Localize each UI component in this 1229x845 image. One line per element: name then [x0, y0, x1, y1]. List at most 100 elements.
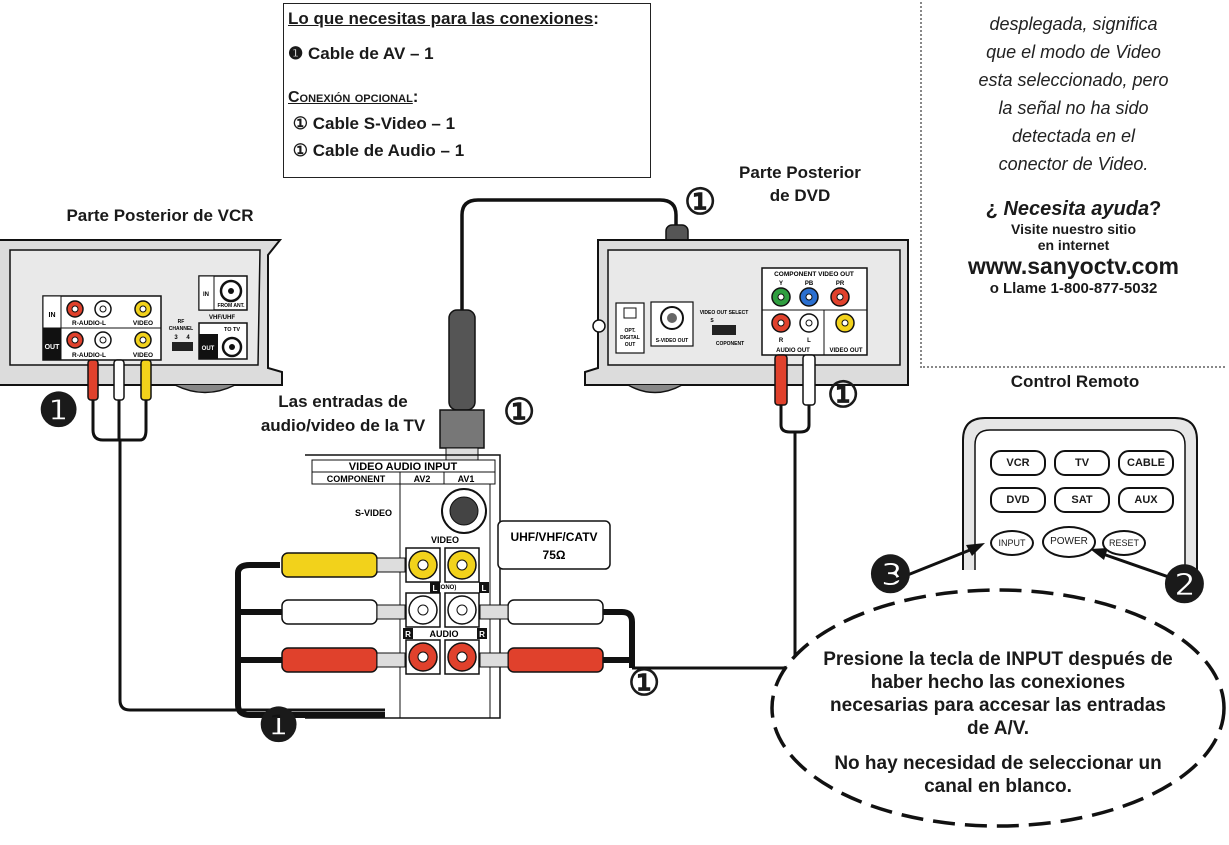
- dvd-device: OPT. DIGITAL OUT S-VIDEO OUT VIDEO OUT S…: [584, 239, 909, 394]
- dvd-digital-out-label: OUT: [625, 342, 636, 348]
- remote-aux-button[interactable]: AUX: [1118, 487, 1174, 513]
- tv-audio-plugs-right: [479, 599, 635, 673]
- needs-box: Lo que necesitas para las conexiones: ❶ …: [283, 3, 651, 178]
- needs-item1: Cable de AV – 1: [307, 44, 434, 63]
- dvd-vos-s-label: S: [710, 318, 714, 324]
- step3-marker: ❸: [868, 547, 913, 603]
- remote-buttons: .rb { position:absolute; width:52px; hei…: [990, 450, 1180, 560]
- tv-label-2: audio/video de la TV: [260, 416, 426, 435]
- sidebar-line-4: la señal no ha sido: [998, 98, 1149, 118]
- remote-vcr-button[interactable]: VCR: [990, 450, 1046, 476]
- circled1-audio-tv: ①: [628, 662, 661, 703]
- needs-optional-colon: :: [412, 87, 419, 106]
- help-call: o Llame 1-800-877-5032: [989, 280, 1158, 297]
- tv-component-label: COMPONENT: [327, 474, 386, 484]
- needs-title: Lo que necesitas para las conexiones: [288, 9, 594, 28]
- dvd-label-2: de DVD: [769, 186, 831, 205]
- help-q: ¿: [985, 198, 998, 220]
- sidebar-line-5: detectada en el: [1011, 126, 1136, 146]
- dvd-component-label: COMPONENT VIDEO OUT: [774, 271, 854, 278]
- remote-cable-button[interactable]: CABLE: [1118, 450, 1174, 476]
- bubble-text: Presione la tecla de INPUT después de ha…: [823, 648, 1173, 798]
- needs-item3-marker: ①: [292, 141, 308, 160]
- vcr-in-label: IN: [49, 312, 56, 319]
- vcr-rf-label: RF: [178, 319, 185, 325]
- arrow-input-head: [966, 543, 985, 556]
- tv-header-label: VIDEO AUDIO INPUT: [349, 461, 458, 473]
- vcr-to-tv-label: TO TV: [224, 327, 240, 333]
- tv-svideo-label: S-VIDEO: [355, 508, 392, 518]
- sidebar-line-1: desplegada, significa: [989, 14, 1158, 34]
- dvd-svideo-out-label: S-VIDEO OUT: [656, 338, 689, 344]
- vcr-device: IN OUT R-AUDIO-L VIDEO R-AUDIO-L VIDEO R…: [0, 239, 283, 394]
- help-visit-1: Visite nuestro sitio: [1011, 221, 1136, 237]
- dvd-vos-component-label: COPONENT: [716, 341, 744, 347]
- vcr-audio-in-label: R-AUDIO-L: [72, 320, 106, 327]
- vcr-ant-in-label: IN: [203, 292, 209, 298]
- dvd-digital-label: DIGITAL: [620, 335, 640, 341]
- vcr-rf-3: 3: [174, 335, 178, 341]
- dvd-audio-out-label: AUDIO OUT: [776, 348, 810, 354]
- needs-item3: Cable de Audio – 1: [312, 141, 465, 160]
- remote-dvd-button[interactable]: DVD: [990, 487, 1046, 513]
- tv-audio-label: AUDIO: [430, 629, 459, 639]
- vcr-label: Parte Posterior de VCR: [66, 206, 254, 225]
- arrow-power: [1099, 551, 1184, 584]
- step2-marker: ❷: [1162, 557, 1207, 613]
- tv-av2-label: AV2: [414, 474, 431, 484]
- tv-mono-label: (MONO): [434, 585, 457, 591]
- tv-label-1: Las entradas de: [278, 392, 408, 411]
- needs-item2-marker: ①: [292, 114, 308, 133]
- remote-input-button[interactable]: INPUT: [990, 530, 1034, 556]
- sidebar-line-6: conector de Video.: [998, 154, 1149, 174]
- help-q-end: ?: [1149, 198, 1162, 220]
- circled1-svideo-tv: ①: [503, 391, 536, 432]
- arrow-power-head: [1090, 548, 1108, 560]
- help-url[interactable]: www.sanyoctv.com: [968, 253, 1179, 279]
- help-visit-2: en internet: [1037, 237, 1110, 253]
- step1-marker-tv: ❶: [258, 699, 300, 751]
- svideo-plug-tv: [439, 309, 485, 469]
- tv-r-label-av1: R: [479, 630, 485, 639]
- dvd-l-label: L: [807, 338, 811, 344]
- tv-uhf-label: UHF/VHF/CATV: [510, 530, 597, 544]
- help-title-text: Necesita ayuda: [1003, 198, 1150, 220]
- needs-optional-title: Conexión opcional: [288, 89, 413, 106]
- vcr-channel-label: CHANNEL: [169, 326, 193, 332]
- tv-r-label-av2: R: [405, 630, 411, 639]
- remote-tv-button[interactable]: TV: [1054, 450, 1110, 476]
- vcr-out-label: OUT: [45, 344, 61, 351]
- dvd-video-out-label: VIDEO OUT: [829, 348, 862, 354]
- circled1-audio-dvd: ①: [827, 374, 860, 415]
- vcr-av-cable: [87, 359, 385, 712]
- needs-item2: Cable S-Video – 1: [312, 114, 456, 133]
- needs-item1-marker: ❶: [288, 44, 304, 63]
- help-title: ¿ Necesita ayuda?: [922, 198, 1225, 221]
- remote-sat-button[interactable]: SAT: [1054, 487, 1110, 513]
- tv-input-panel: VIDEO AUDIO INPUT COMPONENT AV2 AV1 S-VI…: [305, 454, 611, 719]
- remote-reset-button[interactable]: RESET: [1102, 530, 1146, 556]
- dvd-label-1: Parte Posterior: [739, 163, 861, 182]
- tv-ohm-label: 75Ω: [543, 548, 566, 562]
- dvd-audio-cable: [632, 354, 816, 670]
- tv-av1-label: AV1: [458, 474, 475, 484]
- tv-av-plugs-left: [235, 552, 406, 718]
- dvd-pb-label: PB: [805, 281, 814, 287]
- vcr-from-ant-label: FROM ANT.: [217, 303, 245, 309]
- vcr-video-in-label: VIDEO: [133, 320, 153, 327]
- dvd-y-label: Y: [779, 281, 783, 287]
- help-sidebar: desplegada, significa que el modo de Vid…: [920, 0, 1225, 368]
- dvd-r-label: R: [779, 338, 784, 344]
- vcr-audio-out-label: R-AUDIO-L: [72, 352, 106, 359]
- sidebar-line-3: esta seleccionado, pero: [978, 70, 1169, 90]
- step1-marker-vcr: ❶: [38, 384, 80, 436]
- instruction-bubble: [770, 588, 1226, 828]
- bubble-text-2: No hay necesidad de seleccionar un canal…: [834, 753, 1162, 797]
- needs-title-colon: :: [593, 9, 599, 28]
- remote-power-button[interactable]: POWER: [1042, 526, 1096, 558]
- tv-l-label-av2: L: [433, 584, 438, 593]
- tv-video-label: VIDEO: [431, 535, 459, 545]
- svideo-cable-line: [460, 198, 678, 330]
- bubble-text-1: Presione la tecla de INPUT después de ha…: [823, 649, 1173, 739]
- remote-label: Control Remoto: [1010, 372, 1140, 391]
